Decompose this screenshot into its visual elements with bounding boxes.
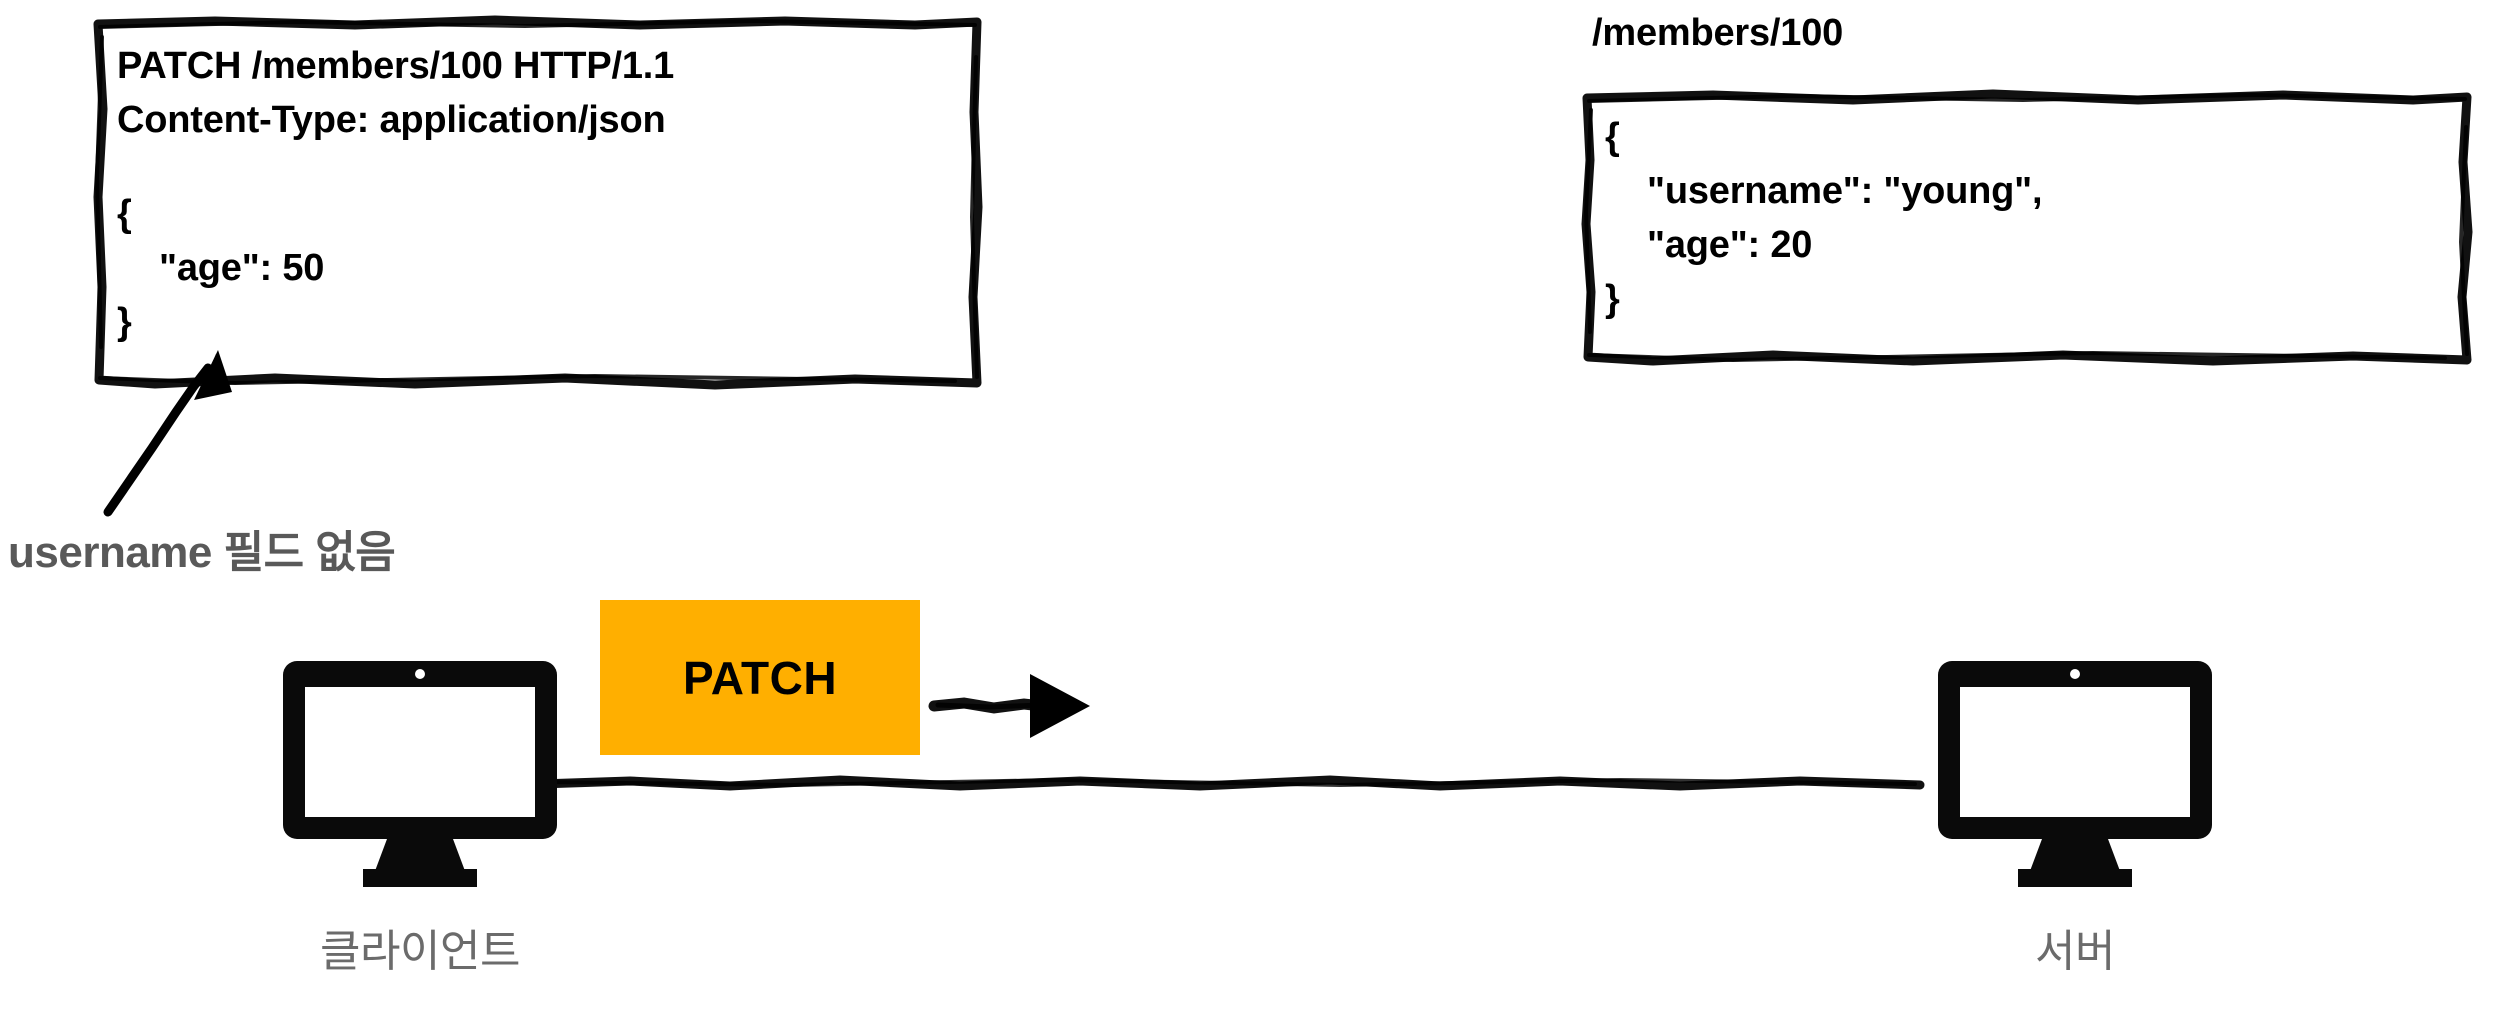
client-node-label: 클라이언트	[320, 927, 520, 976]
http-request-box: PATCH /members/100 HTTP/1.1 Content-Type…	[93, 15, 983, 390]
annotation-pointer-arrow	[103, 350, 232, 517]
resource-open-brace: {	[1605, 116, 1620, 158]
request-box-border	[93, 15, 983, 390]
resource-field-age: "age": 20	[1647, 224, 1813, 266]
patch-badge-label: PATCH	[682, 651, 838, 704]
network-connection-line	[535, 775, 1925, 791]
monitor-icon	[1938, 661, 2212, 887]
request-body-open-brace: {	[117, 193, 132, 235]
resource-box-content: { "username": "young", "age": 20 }	[1583, 92, 2470, 326]
resource-box-border	[1581, 89, 2473, 366]
annotation-label: username 필드 없음	[8, 528, 396, 577]
monitor-icon	[283, 661, 557, 887]
request-direction-arrow	[928, 674, 1090, 738]
request-box-content: PATCH /members/100 HTTP/1.1 Content-Type…	[95, 17, 980, 349]
resource-close-brace: }	[1605, 278, 1620, 320]
resource-path-label: /members/100	[1592, 12, 1844, 54]
client-node: 클라이언트	[250, 655, 590, 979]
request-line: PATCH /members/100 HTTP/1.1	[117, 45, 675, 87]
server-node-label: 서버	[2035, 927, 2115, 976]
content-type-header: Content-Type: application/json	[117, 99, 666, 141]
resource-field-username: "username": "young",	[1647, 170, 2043, 212]
request-body-field-age: "age": 50	[159, 247, 325, 289]
server-node: 서버	[1905, 655, 2245, 979]
patch-method-badge: PATCH	[600, 600, 920, 755]
stored-resource-box: { "username": "young", "age": 20 }	[1581, 89, 2473, 366]
request-blank-line	[117, 147, 980, 187]
request-body-close-brace: }	[117, 301, 132, 343]
